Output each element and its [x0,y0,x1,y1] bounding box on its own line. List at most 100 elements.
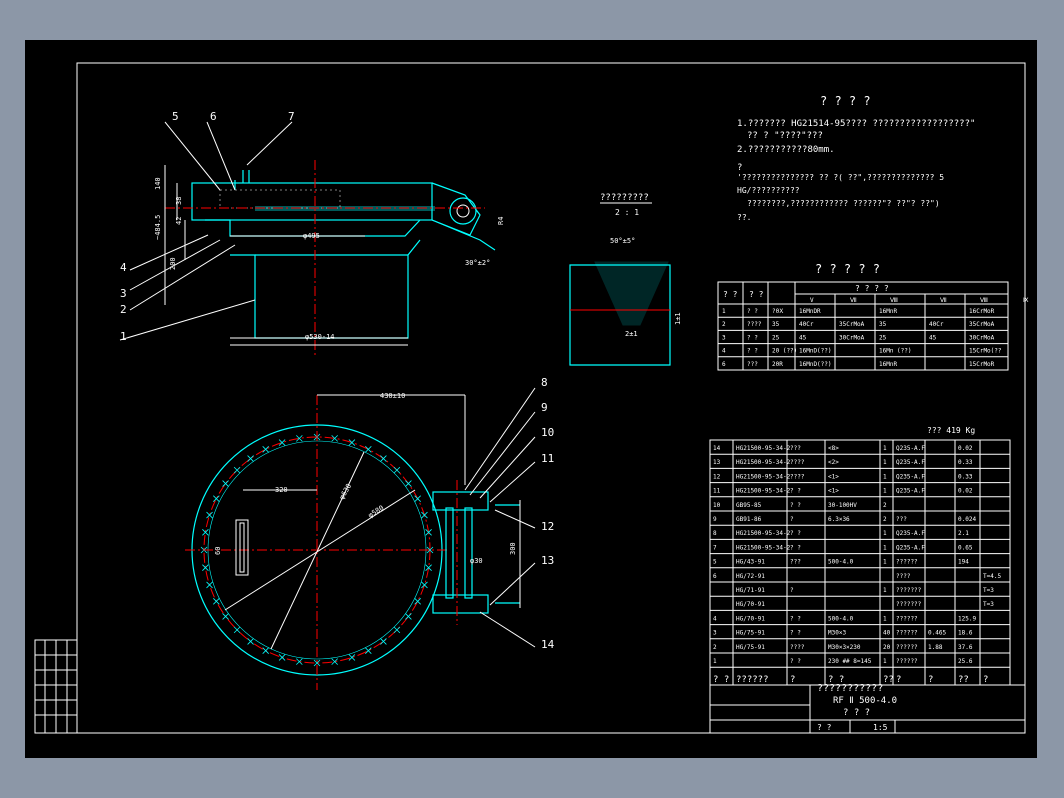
bom-cell: ??? [790,559,801,566]
bolt-mark [313,659,321,667]
bom-cell: <1> [828,473,839,480]
bom-cell: 0.02 [958,445,973,452]
bom-cell: HG21500-95-34-2 [736,459,791,466]
plan-view: 430±10 320 60 φ630 φ580 300 φ30 [185,392,521,690]
mat-cell: 35 [879,321,887,328]
bom-cell: <1> [828,488,839,495]
bom-cell: 0.65 [958,544,973,551]
label-7: 7 [288,110,295,123]
detail-root: 2±1 [625,330,638,338]
bom-cell: 2 [713,644,717,651]
weight-label: ??? 419 Kg [927,426,975,435]
bom-header: ? [928,675,933,685]
section-view [164,160,496,355]
bom-cell: 230 ## 8=145 [828,658,872,665]
section-dims: φ495 φ530-14 140 38 42 200 ~484.5 30°±2°… [154,177,505,341]
tech-line-8: ??. [737,213,751,222]
mat-cell: 16MnD(??) [799,348,832,355]
mat-cell: 6 [722,361,726,368]
mat-cell: 16MnD(??) [799,361,832,368]
dim-h140: 140 [154,177,162,190]
mat-cell: 25 [879,334,887,341]
bolt-mark [262,446,269,453]
bom-cell: 4 [713,615,717,622]
bolt-mark [414,598,421,605]
bom-cell: 8 [713,530,717,537]
bom-cell: 1 [883,488,887,495]
bom-cell: 11 [713,488,721,495]
bolt-mark [348,654,356,661]
bom-cell: ???? [790,459,805,466]
mat-subheader: Ⅶ [940,297,947,304]
dim-d430: 430±10 [380,392,405,400]
bolt-mark [233,626,241,634]
title-name: ??????????? [817,683,883,694]
label-14: 14 [541,638,555,651]
mat-cell: 30CrMoA [969,334,995,341]
mat-cell: 35CrMoA [839,321,865,328]
bolt-mark [348,439,356,446]
bom-cell: HG/75-91 [736,644,765,651]
bom-cell: 125.9 [958,615,976,622]
bom-cell: ? [790,516,794,523]
bom-cell: ??? [896,516,907,523]
bolt-mark [296,658,303,665]
mat-cell: 15CrMoR [969,361,995,368]
drawing-sheet: φ495 φ530-14 140 38 42 200 ~484.5 30°±2°… [25,40,1037,758]
bom-cell: 12 [713,473,721,480]
bom-cell: 0.33 [958,459,973,466]
bolt-mark [213,495,220,502]
detail-angle: 50°±5° [610,237,635,245]
label-11: 11 [541,452,554,465]
bom-cell: Q235-A.F [896,459,925,466]
mat-header: ? ? ? ? [855,284,889,293]
bolt-mark [202,529,209,536]
bom-cell: ? [790,587,794,594]
bom-cell: M30×3 [828,630,846,637]
mat-cell: 16MnDR [799,308,821,315]
label-1: 1 [120,330,127,343]
bom-header: ?? [958,675,969,685]
bom-cell: HG/43-91 [736,559,765,566]
mat-cell: 16Mn (??) [879,348,912,355]
scale-label: ? ? [817,723,832,732]
detail-scale: 2 : 1 [615,208,639,217]
cad-drawing: φ495 φ530-14 140 38 42 200 ~484.5 30°±2°… [34,62,1029,734]
dim-h38: 38 [175,197,183,205]
bom-cell: 30-100HV [828,502,857,509]
mat-cell: 45 [929,334,937,341]
tech-title: ? ? ? ? [820,94,871,108]
mat-cell: 16MnR [879,361,897,368]
bom-cell: ? ? [790,615,801,622]
bom-cell: ??????? [896,587,922,594]
bom-cell: ? ? [790,502,801,509]
bolt-mark [405,480,412,487]
bom-cell: 14 [713,445,721,452]
bom-cell: Q235-A.F [896,530,925,537]
mat-cell: ? ? [747,334,758,341]
mat-cell: ???? [747,321,762,328]
bom-cell: HG/71-91 [736,587,765,594]
bom-cell: 194 [958,559,969,566]
mat-cell: 2 [722,321,726,328]
bolt-mark [296,435,303,442]
mat-cell: 30CrMoA [839,334,865,341]
bom-cell: ? ? [790,544,801,551]
revision-block [34,639,78,734]
title-block: ??????????? RF Ⅱ 500-4.0 ? ? ? ? ? 1:5 [709,683,1026,734]
label-6: 6 [210,110,217,123]
bom-cell: ? ? [790,488,801,495]
bolt-holes [200,433,434,667]
bom-cell: GB91-86 [736,516,762,523]
mat-cell: 16MnR [879,308,897,315]
dim-h42: 42 [175,217,183,225]
dim-d530: φ530-14 [305,333,335,341]
label-8: 8 [541,376,548,389]
bom-cell: 500-4.0 [828,559,854,566]
bolt-mark [247,638,254,645]
bom-cell: Q235-A.F [896,544,925,551]
bom-cell: 1 [883,587,887,594]
bom-cell: 0.33 [958,473,973,480]
bom-cell: M30×3×230 [828,644,861,651]
bolt-mark [380,455,387,462]
